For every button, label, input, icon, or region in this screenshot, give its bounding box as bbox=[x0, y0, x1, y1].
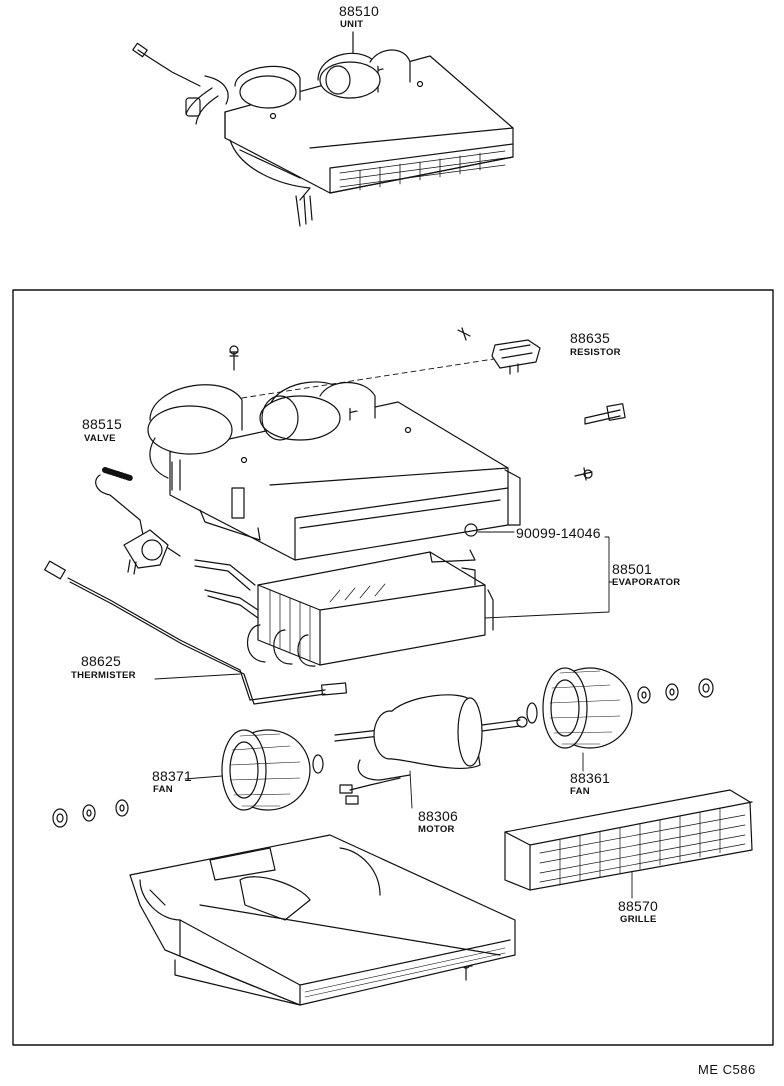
fan-left-part-number: 88371 bbox=[152, 768, 192, 784]
thermister-part-name: THERMISTER bbox=[71, 670, 136, 681]
valve-part-number: 88515 bbox=[82, 416, 122, 432]
o-ring-part-number: 90099-14046 bbox=[516, 525, 601, 541]
thermister-part-number: 88625 bbox=[81, 653, 121, 669]
lower-case bbox=[129, 834, 516, 1006]
o-ring-part bbox=[464, 523, 478, 537]
upper-case bbox=[147, 381, 521, 561]
fan-left-part bbox=[221, 729, 324, 811]
unit-part-name: UNIT bbox=[340, 19, 364, 30]
drawing-reference-code: ME C586 bbox=[698, 1062, 756, 1077]
screw-parts bbox=[229, 327, 626, 981]
motor-part-name: MOTOR bbox=[418, 824, 455, 835]
grille-part-number: 88570 bbox=[618, 898, 658, 914]
resistor-part bbox=[491, 339, 541, 375]
valve-part-name: VALVE bbox=[84, 433, 116, 444]
fan-right-part bbox=[526, 667, 633, 749]
evaporator-part bbox=[194, 549, 494, 667]
thermister-part bbox=[44, 560, 347, 705]
motor-part bbox=[334, 694, 528, 805]
grille-part-name: GRILLE bbox=[620, 914, 657, 925]
fan-right-part-name: FAN bbox=[570, 786, 590, 797]
evaporator-part-name: EVAPORATOR bbox=[612, 577, 681, 588]
resistor-part-name: RESISTOR bbox=[570, 347, 621, 358]
nuts-washers-left bbox=[52, 799, 129, 828]
evaporator-part-number: 88501 bbox=[612, 561, 652, 577]
fan-left-part-name: FAN bbox=[153, 784, 173, 795]
nuts-washers-right bbox=[637, 678, 714, 704]
assembled-unit bbox=[132, 31, 514, 227]
unit-part-number: 88510 bbox=[339, 3, 379, 19]
resistor-part-number: 88635 bbox=[570, 330, 610, 346]
leader-lines bbox=[154, 531, 633, 899]
fan-right-part-number: 88361 bbox=[570, 770, 610, 786]
valve-part bbox=[95, 467, 181, 575]
grille-part bbox=[504, 789, 753, 891]
motor-part-number: 88306 bbox=[418, 808, 458, 824]
